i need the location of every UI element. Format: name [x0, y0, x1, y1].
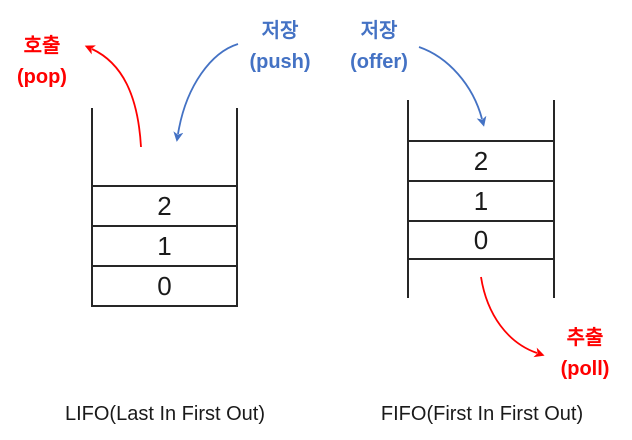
- queue-container: 2 1 0: [407, 100, 555, 298]
- stack-cell-top: 2: [93, 185, 236, 225]
- stack-container: 2 1 0: [91, 108, 238, 307]
- poll-label-korean: 추출: [566, 327, 604, 349]
- queue-cell-middle: 1: [409, 180, 553, 220]
- push-label-korean: 저장: [261, 20, 299, 42]
- lifo-caption: LIFO(Last In First Out): [64, 403, 266, 425]
- pop-label-korean: 호출: [23, 35, 61, 57]
- queue-cells: 2 1 0: [409, 140, 553, 260]
- stack-cell-middle: 1: [93, 225, 236, 265]
- stack-cell-bottom: 0: [93, 265, 236, 305]
- offer-label-korean: 저장: [360, 20, 398, 42]
- offer-label: 저장 (offer): [337, 16, 421, 78]
- pop-label-english: (pop): [17, 66, 67, 88]
- fifo-caption: FIFO(First In First Out): [380, 403, 584, 425]
- push-label-english: (push): [249, 51, 311, 73]
- poll-label: 추출 (poll): [543, 323, 627, 385]
- queue-cell-bottom: 0: [409, 220, 553, 260]
- queue-cell-top: 2: [409, 140, 553, 180]
- stack-cells: 2 1 0: [93, 185, 236, 305]
- poll-label-english: (poll): [560, 358, 610, 380]
- offer-label-english: (offer): [350, 51, 408, 73]
- push-label: 저장 (push): [238, 16, 322, 78]
- pop-label: 호출 (pop): [0, 31, 84, 93]
